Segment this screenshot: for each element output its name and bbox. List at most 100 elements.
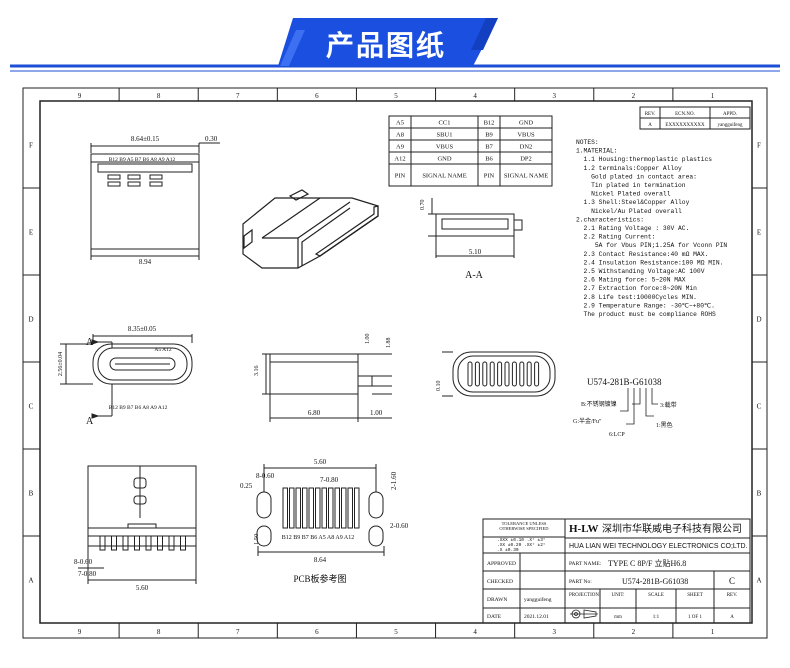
section-label: A-A bbox=[465, 270, 484, 281]
dim-pcb-060: 2-0.60 bbox=[390, 522, 409, 530]
rev-header: REV. bbox=[645, 112, 656, 117]
part-code: U574-281B-G61038 bbox=[587, 377, 662, 387]
dim-bv-560: 5.60 bbox=[136, 584, 149, 592]
dim-front-height: 2.56±0.04 bbox=[58, 352, 64, 376]
pin-table-cell: A8 bbox=[396, 132, 404, 139]
ecn-header: ECN.NO. bbox=[675, 112, 695, 117]
frame-col-bottom: 2 bbox=[632, 628, 636, 636]
unit-label: UNIT: bbox=[611, 593, 624, 598]
note-line: Tin plated in termination bbox=[576, 182, 686, 189]
frame-col-bottom: 1 bbox=[711, 628, 715, 636]
dim-bv-710: 7-0.80 bbox=[78, 570, 97, 578]
tol-row-3: .X ±0.30 bbox=[497, 547, 519, 553]
pin-table-cell: GND bbox=[519, 120, 533, 127]
pin-table-cell: DN2 bbox=[520, 144, 533, 151]
ecn-value: EXXXXXXXXXX bbox=[665, 123, 705, 128]
frame-col-bottom: 9 bbox=[78, 628, 82, 636]
frame-col-top: 2 bbox=[632, 92, 636, 100]
notes-block: NOTES:1.MATERIAL: 1.1 Housing:thermoplas… bbox=[576, 139, 727, 318]
note-line: 2.characteristics: bbox=[576, 216, 644, 223]
front-view bbox=[60, 334, 193, 419]
dim-top-thk: 0.30 bbox=[205, 135, 218, 143]
note-line: 2.3 Contact Resistance:40 mΩ MAX. bbox=[576, 251, 708, 258]
pin-table-cell: GND bbox=[437, 156, 451, 163]
frame-row-left: B bbox=[29, 490, 34, 498]
pin-table-cell: VBUS bbox=[517, 132, 535, 139]
frame-row-right: D bbox=[756, 316, 761, 324]
part-name-label: PART NAME: bbox=[569, 561, 602, 567]
dim-top-bottom: 8.94 bbox=[139, 258, 152, 266]
bottom-view bbox=[78, 465, 197, 584]
tol-row-1: .XXX ±0.10 .X° ±3° bbox=[497, 537, 546, 543]
frame-col-bottom: 8 bbox=[157, 628, 161, 636]
pcb-label: PCB板参考图 bbox=[293, 573, 346, 584]
scale-label: SCALE bbox=[648, 593, 664, 598]
dim-pcb-864: 8.64 bbox=[314, 556, 327, 564]
pin-table-cell: PIN bbox=[395, 173, 406, 180]
frame-col-top: 7 bbox=[236, 92, 240, 100]
projection-label: PROJECTION: bbox=[569, 593, 600, 598]
dim-side-len: 6.80 bbox=[308, 409, 321, 417]
dim-pcb-160: 2-1.60 bbox=[390, 471, 398, 490]
note-line: The product must be compliance ROHS bbox=[576, 311, 716, 318]
top-view bbox=[90, 142, 220, 260]
dim-side-h: 3.16 bbox=[254, 366, 260, 377]
frame-col-top: 4 bbox=[473, 92, 477, 100]
dim-bv-860: 8-0.60 bbox=[74, 558, 93, 566]
appd-value: yangguifeng bbox=[718, 123, 743, 128]
rev-letter: C bbox=[729, 576, 735, 586]
front-top-pins: A5 A12 bbox=[154, 347, 172, 353]
frame-col-bottom: 5 bbox=[394, 628, 398, 636]
callout-1: 1:黑色 bbox=[656, 421, 673, 429]
banner-graphic bbox=[10, 18, 780, 72]
dim-side-2: 1.88 bbox=[386, 338, 392, 349]
pin-table-cell: SIGNAL NAME bbox=[422, 173, 466, 180]
dim-front-width: 8.35±0.05 bbox=[128, 325, 157, 333]
pin-table-cell: B7 bbox=[485, 144, 493, 151]
section-a-a bbox=[428, 198, 523, 258]
pin-table-cell: CC1 bbox=[439, 120, 451, 127]
callout-6: 6:LCP bbox=[609, 432, 625, 438]
frame-col-top: 3 bbox=[552, 92, 556, 100]
note-line: 5A for Vbus PIN;1.25A for Vconn PIN bbox=[576, 242, 727, 249]
frame-row-left: A bbox=[28, 577, 33, 585]
dim-pcb-560: 5.60 bbox=[314, 458, 327, 466]
sheet-label: SHEET bbox=[687, 593, 703, 598]
pin-table-cell: A9 bbox=[396, 144, 404, 151]
frame-row-right: F bbox=[757, 142, 761, 150]
scale-value: 1:1 bbox=[653, 615, 660, 620]
dim-sec-width: 5.10 bbox=[469, 248, 482, 256]
projection-symbol bbox=[570, 609, 598, 619]
note-line: 2.6 Mating force: 5~20N MAX bbox=[576, 277, 686, 284]
callout-b: B:不锈钢镀镍 bbox=[581, 400, 617, 408]
frame-col-top: 1 bbox=[711, 92, 715, 100]
note-line: 1.MATERIAL: bbox=[576, 148, 618, 155]
date-value: 2021.12.01 bbox=[524, 614, 549, 620]
frame-row-left: D bbox=[28, 316, 33, 324]
note-line: 2.1 Rating Voltage : 30V AC. bbox=[576, 225, 689, 232]
frame-col-top: 5 bbox=[394, 92, 398, 100]
checked-label: CHECKED bbox=[487, 579, 513, 585]
note-line: 2.5 Withstanding Voltage:AC 100V bbox=[576, 268, 705, 275]
frame-row-left: C bbox=[29, 403, 34, 411]
unit-value: mm bbox=[614, 615, 622, 620]
note-line: Nickel Plated overall bbox=[576, 191, 671, 198]
banner-title: 产品图纸 bbox=[325, 29, 446, 62]
dim-pcb-025: 0.25 bbox=[240, 482, 253, 490]
frame-row-right: C bbox=[757, 403, 762, 411]
pcb-footprint bbox=[256, 464, 385, 556]
frame-row-right: B bbox=[757, 490, 762, 498]
tol-sub: OTHERWISE SPECIFIED bbox=[499, 526, 549, 531]
pin-table-cell: DP2 bbox=[520, 156, 532, 163]
note-line: 2.4 Insulation Resistance:100 MΩ MIN. bbox=[576, 259, 723, 266]
pin-table-cell: VBUS bbox=[436, 144, 454, 151]
tol-title: TOLERANCE UNLESS bbox=[502, 521, 547, 526]
pin-table-cell: B12 bbox=[484, 120, 495, 127]
pin-table-cell: B9 bbox=[485, 132, 493, 139]
pin-table-cell: B6 bbox=[485, 156, 493, 163]
rev-label: REV. bbox=[727, 593, 738, 598]
iso-view bbox=[242, 189, 379, 269]
frame-col-top: 8 bbox=[157, 92, 161, 100]
note-line: NOTES: bbox=[576, 139, 599, 146]
note-line: 2.8 Life test:10000Cycles MIN. bbox=[576, 294, 697, 301]
